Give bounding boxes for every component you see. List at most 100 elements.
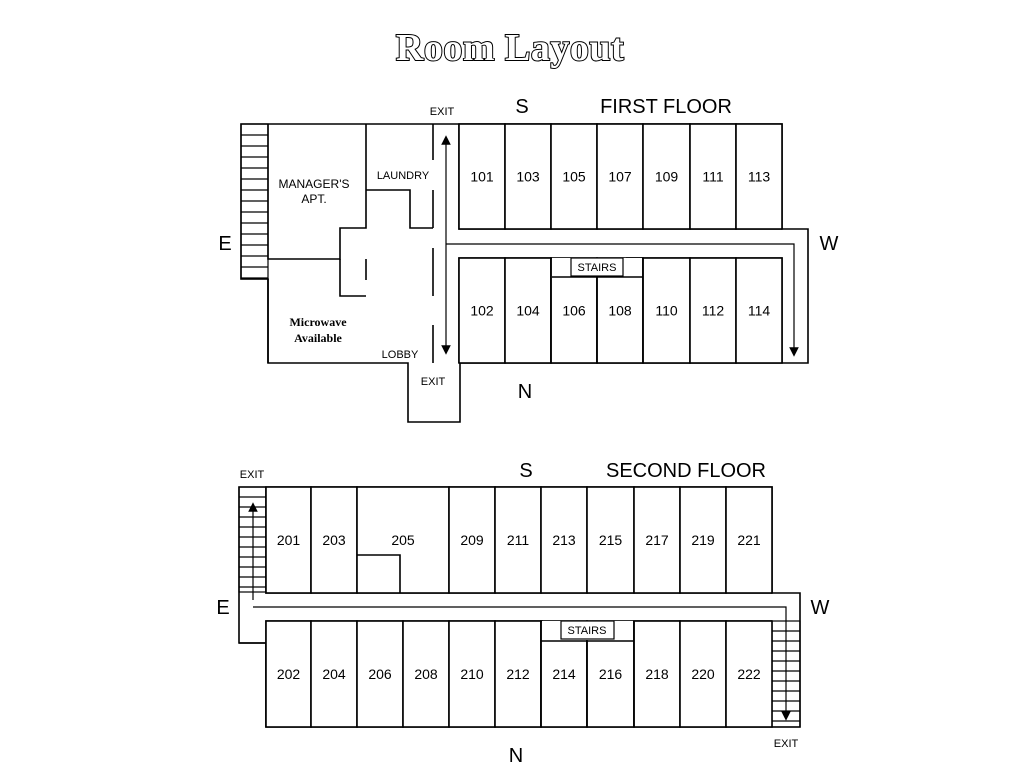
second-floor-south-rooms: 201 203 205 209 211 213 215 217 219 221: [265, 486, 773, 594]
room-201: 201: [265, 486, 312, 594]
room-number: 214: [552, 666, 576, 682]
room-103: 103: [504, 123, 552, 230]
managers-apt-label: MANAGER'S: [279, 177, 350, 191]
room-218: 218: [633, 620, 681, 728]
room-number: 216: [599, 666, 623, 682]
room-113: 113: [735, 123, 783, 230]
room-219: 219: [679, 486, 727, 594]
room-number: 205: [391, 532, 415, 548]
room-number: 221: [737, 532, 761, 548]
room-number: 101: [470, 169, 494, 185]
room-215: 215: [586, 486, 635, 594]
room-number: 204: [322, 666, 346, 682]
lobby-label: LOBBY: [382, 349, 419, 361]
room-number: 107: [608, 169, 632, 185]
room-number: 218: [645, 666, 669, 682]
room-number: 217: [645, 532, 669, 548]
room-number: 208: [414, 666, 438, 682]
room-205: 205: [356, 486, 450, 594]
room-number: 113: [748, 169, 771, 185]
room-217: 217: [633, 486, 681, 594]
first-floor-east-label: E: [218, 233, 231, 255]
room-208: 208: [402, 620, 450, 728]
first-floor-plan: 101 103 105 107 109 111 113 102 104 106 108 110 112…: [218, 96, 839, 423]
second-floor-east-label: E: [216, 597, 229, 619]
room-104: 104: [504, 257, 552, 364]
microwave-label-2: Available: [294, 331, 342, 345]
first-floor-south-rooms: 101 103 105 107 109 111 113: [458, 123, 783, 230]
room-112: 112: [689, 257, 737, 364]
room-number: 114: [748, 303, 771, 319]
room-number: 203: [322, 532, 346, 548]
room-203: 203: [310, 486, 358, 594]
first-floor-west-label: W: [820, 233, 839, 255]
room-206: 206: [356, 620, 404, 728]
first-floor-east-stairs: [240, 123, 269, 280]
room-number: 110: [655, 303, 678, 319]
room-102: 102: [458, 257, 506, 364]
second-floor-exit-bottom: EXIT: [774, 738, 799, 750]
first-floor-stairs-label: STAIRS: [578, 262, 617, 274]
room-number: 102: [470, 303, 494, 319]
microwave-label: Microwave: [289, 315, 347, 329]
room-number: 215: [599, 532, 623, 548]
room-number: 219: [691, 532, 715, 548]
first-floor-north-rooms: 102 104 106 108 110 112 114: [458, 257, 783, 364]
second-floor-exit-top: EXIT: [240, 469, 265, 481]
room-210: 210: [448, 620, 496, 728]
room-204: 204: [310, 620, 358, 728]
room-209: 209: [448, 486, 496, 594]
room-109: 109: [642, 123, 691, 230]
room-number: 105: [562, 169, 586, 185]
second-floor-north-rooms: 202 204 206 208 210 212 214 216 218 220 222: [265, 620, 773, 728]
room-212: 212: [494, 620, 542, 728]
room-number: 201: [277, 532, 301, 548]
first-floor-heading: FIRST FLOOR: [600, 96, 732, 118]
room-222: 222: [725, 620, 773, 728]
room-number: 209: [460, 532, 484, 548]
room-number: 111: [702, 169, 723, 185]
room-number: 104: [516, 303, 540, 319]
room-number: 103: [516, 169, 540, 185]
room-101: 101: [458, 123, 506, 230]
second-floor-west-label: W: [811, 597, 830, 619]
room-number: 206: [368, 666, 392, 682]
room-number: 109: [655, 169, 679, 185]
second-floor-north-label: N: [509, 745, 523, 767]
room-114: 114: [735, 257, 783, 364]
room-number: 212: [506, 666, 530, 682]
second-floor-plan: 201 203 205 209 211 213 215 217 219 221 202 204 206…: [216, 460, 829, 767]
managers-apt-label-2: APT.: [301, 192, 326, 206]
second-floor-heading: SECOND FLOOR: [606, 460, 766, 482]
room-number: 210: [460, 666, 484, 682]
room-number: 202: [277, 666, 301, 682]
room-221: 221: [725, 486, 773, 594]
room-220: 220: [679, 620, 727, 728]
lobby-wall: [339, 259, 366, 297]
page-title: Room Layout: [396, 27, 624, 69]
room-number: 211: [507, 532, 530, 548]
room-202: 202: [265, 620, 312, 728]
room-105: 105: [550, 123, 598, 230]
room-number: 112: [702, 303, 725, 319]
room-211: 211: [494, 486, 542, 594]
first-floor-exit-bottom: EXIT: [421, 376, 446, 388]
room-number: 108: [608, 303, 632, 319]
first-floor-north-label: N: [518, 381, 532, 403]
room-number: 222: [737, 666, 761, 682]
second-floor-stairs-label: STAIRS: [568, 625, 607, 637]
laundry-label: LAUNDRY: [377, 170, 430, 182]
second-floor-south-label: S: [519, 460, 532, 482]
room-111: 111: [689, 123, 737, 230]
room-110: 110: [642, 257, 691, 364]
first-floor-stairs-box: [570, 257, 624, 277]
room-205-closet: [357, 554, 401, 593]
second-floor-stairs-box: [560, 620, 615, 640]
room-107: 107: [596, 123, 644, 230]
room-number: 220: [691, 666, 715, 682]
room-number: 106: [562, 303, 586, 319]
managers-apt-walls: [267, 124, 367, 260]
laundry-wall: [366, 189, 433, 229]
room-213: 213: [540, 486, 588, 594]
